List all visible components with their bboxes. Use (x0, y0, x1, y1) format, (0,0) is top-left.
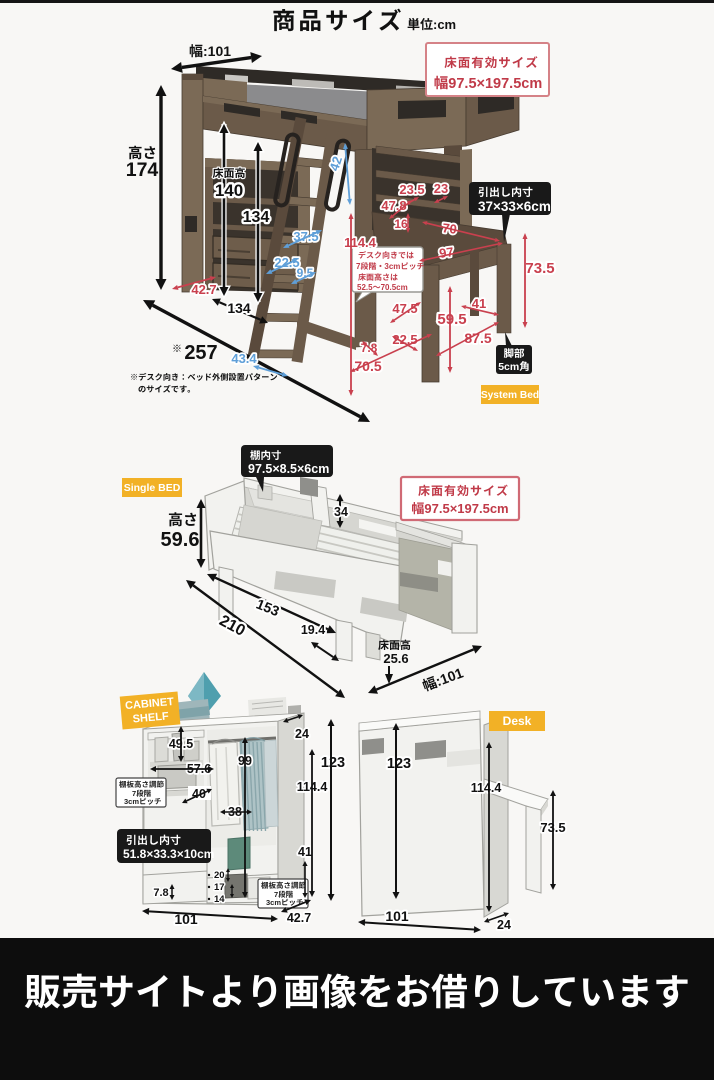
svg-text:24: 24 (497, 918, 511, 932)
svg-text:47.5: 47.5 (392, 301, 417, 316)
svg-text:134: 134 (227, 300, 251, 316)
svg-text:41: 41 (472, 296, 486, 311)
svg-text:134: 134 (243, 209, 270, 226)
svg-text:42.7: 42.7 (287, 911, 311, 925)
svg-text:42.7: 42.7 (191, 282, 216, 297)
svg-text:3cm: 3cm (384, 262, 400, 271)
svg-text:70.5: 70.5 (354, 358, 381, 374)
svg-text:7.8: 7.8 (153, 887, 168, 899)
svg-text:3cm: 3cm (266, 898, 281, 907)
svg-text:Single BED: Single BED (124, 482, 181, 494)
svg-text:140: 140 (215, 181, 243, 200)
svg-text:7: 7 (274, 890, 278, 899)
svg-text:41: 41 (298, 845, 312, 859)
svg-text::cm: :cm (433, 17, 456, 32)
svg-text:42: 42 (326, 154, 345, 172)
svg-text:Desk: Desk (503, 714, 532, 728)
svg-text:7: 7 (132, 789, 136, 798)
svg-text:97.5×8.5×6cm: 97.5×8.5×6cm (248, 462, 329, 476)
svg-text:101: 101 (385, 908, 409, 924)
svg-text:40: 40 (192, 787, 206, 801)
svg-text:257: 257 (184, 342, 217, 364)
svg-text:25.6: 25.6 (383, 651, 408, 666)
svg-text:114.4: 114.4 (344, 235, 377, 250)
svg-text:123: 123 (321, 755, 345, 771)
svg-text:52.5: 52.5 (357, 283, 373, 292)
svg-text:73.5: 73.5 (525, 260, 554, 277)
svg-text:123: 123 (387, 756, 411, 772)
svg-text:3cm: 3cm (124, 797, 139, 806)
svg-text:14: 14 (214, 894, 225, 905)
svg-text:37×33×6cm: 37×33×6cm (478, 199, 551, 214)
svg-text:97.5×197.5cm: 97.5×197.5cm (448, 76, 542, 92)
svg-text:CABINET: CABINET (125, 696, 175, 712)
svg-text:70.5cm: 70.5cm (381, 283, 408, 292)
svg-text:19.4: 19.4 (301, 623, 325, 637)
svg-text:34: 34 (334, 505, 348, 519)
svg-text:23: 23 (434, 181, 448, 196)
svg-text:87.5: 87.5 (464, 330, 491, 346)
svg-text:51.8×33.3×10cm: 51.8×33.3×10cm (123, 847, 214, 861)
svg-text:23.5: 23.5 (399, 182, 424, 197)
svg-text::101: :101 (203, 43, 231, 59)
svg-text:7: 7 (356, 262, 361, 271)
svg-text:114.4: 114.4 (471, 781, 502, 795)
svg-text:16: 16 (394, 217, 408, 231)
svg-text:47.8: 47.8 (381, 198, 406, 213)
svg-text:59.5: 59.5 (437, 311, 466, 328)
svg-text:22.5: 22.5 (392, 332, 417, 347)
svg-text:5cm: 5cm (498, 361, 519, 373)
svg-text:97.5×197.5cm: 97.5×197.5cm (424, 501, 508, 516)
svg-text:System Bed: System Bed (481, 390, 539, 401)
svg-text:97: 97 (438, 244, 454, 261)
svg-text:174: 174 (126, 159, 159, 181)
svg-text:17: 17 (214, 882, 225, 893)
svg-text:SHELF: SHELF (132, 710, 169, 725)
svg-text:24: 24 (295, 727, 309, 741)
svg-text:9.5: 9.5 (297, 266, 314, 280)
svg-text:20: 20 (214, 870, 225, 881)
svg-text:43.4: 43.4 (231, 351, 257, 366)
svg-text:59.6: 59.6 (161, 529, 200, 551)
